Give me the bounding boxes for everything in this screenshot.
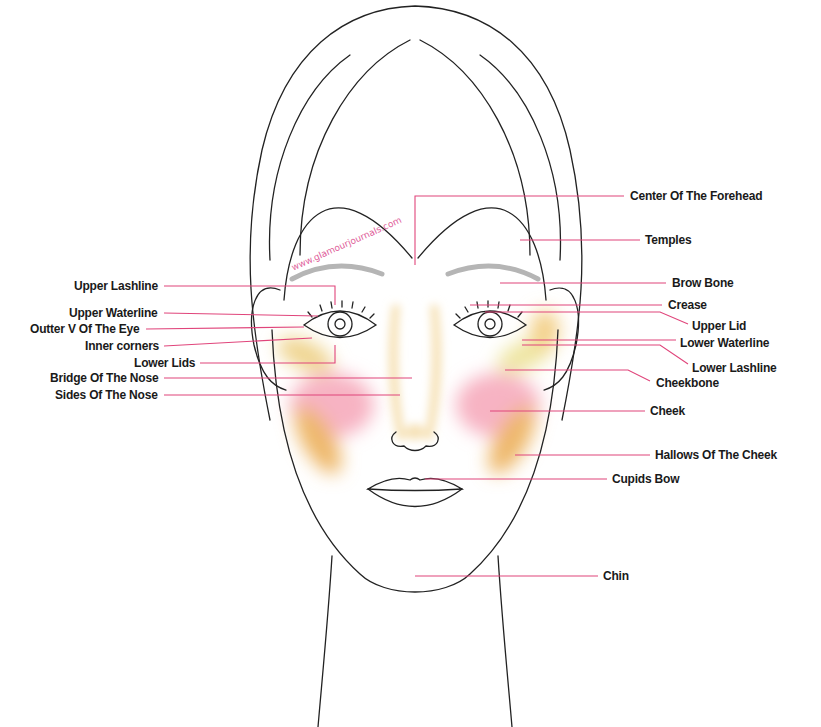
part-label: Upper Waterline xyxy=(69,306,158,320)
part-label: Hallows Of The Cheek xyxy=(655,448,777,462)
part-label: Upper Lid xyxy=(692,319,746,333)
part-label: Bridge Of The Nose xyxy=(50,371,158,385)
part-label: Lower Lashline xyxy=(692,361,777,375)
part-label: Temples xyxy=(645,233,691,247)
part-label: Crease xyxy=(668,298,707,312)
part-label: Upper Lashline xyxy=(74,279,158,293)
part-label: Outter V Of The Eye xyxy=(30,322,140,336)
part-label: Cheek xyxy=(650,404,685,418)
part-label: Inner corners xyxy=(85,339,159,353)
part-label: Cupids Bow xyxy=(612,472,679,486)
part-label: Lower Lids xyxy=(134,356,195,370)
part-label: Chin xyxy=(603,569,629,583)
part-label: Sides Of The Nose xyxy=(55,388,158,402)
part-label: Center Of The Forehead xyxy=(630,189,762,203)
part-label: Lower Waterline xyxy=(680,336,769,350)
part-label: Brow Bone xyxy=(672,276,734,290)
part-label: Cheekbone xyxy=(656,376,719,390)
